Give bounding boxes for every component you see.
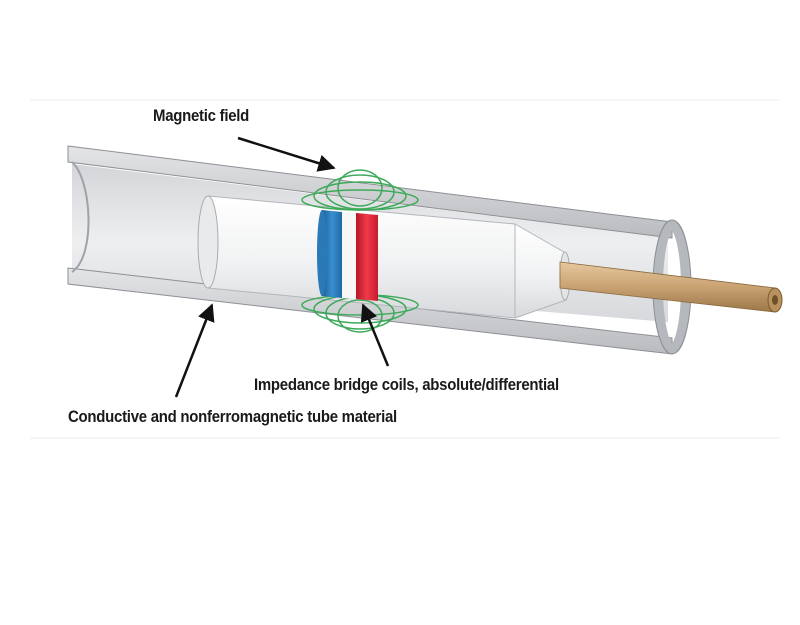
magnetic-field-label: Magnetic field [153, 106, 250, 125]
cable-core [772, 295, 778, 305]
coils-label: Impedance bridge coils, absolute/differe… [254, 375, 559, 394]
tube-material-arrow [174, 303, 215, 398]
coils-arrow [360, 303, 390, 367]
magnetic-field-lines-top [301, 169, 419, 211]
tube-top-wall [67, 145, 673, 239]
blue-coil-face [317, 210, 327, 296]
tube-left-end [71, 161, 90, 273]
tube-material-label: Conductive and nonferromagnetic tube mat… [68, 407, 397, 426]
probe-back-cap [197, 195, 219, 289]
white-separator [342, 212, 356, 299]
blue-coil [322, 210, 342, 298]
red-coil [356, 213, 378, 301]
magnetic-field-arrow [237, 136, 336, 172]
